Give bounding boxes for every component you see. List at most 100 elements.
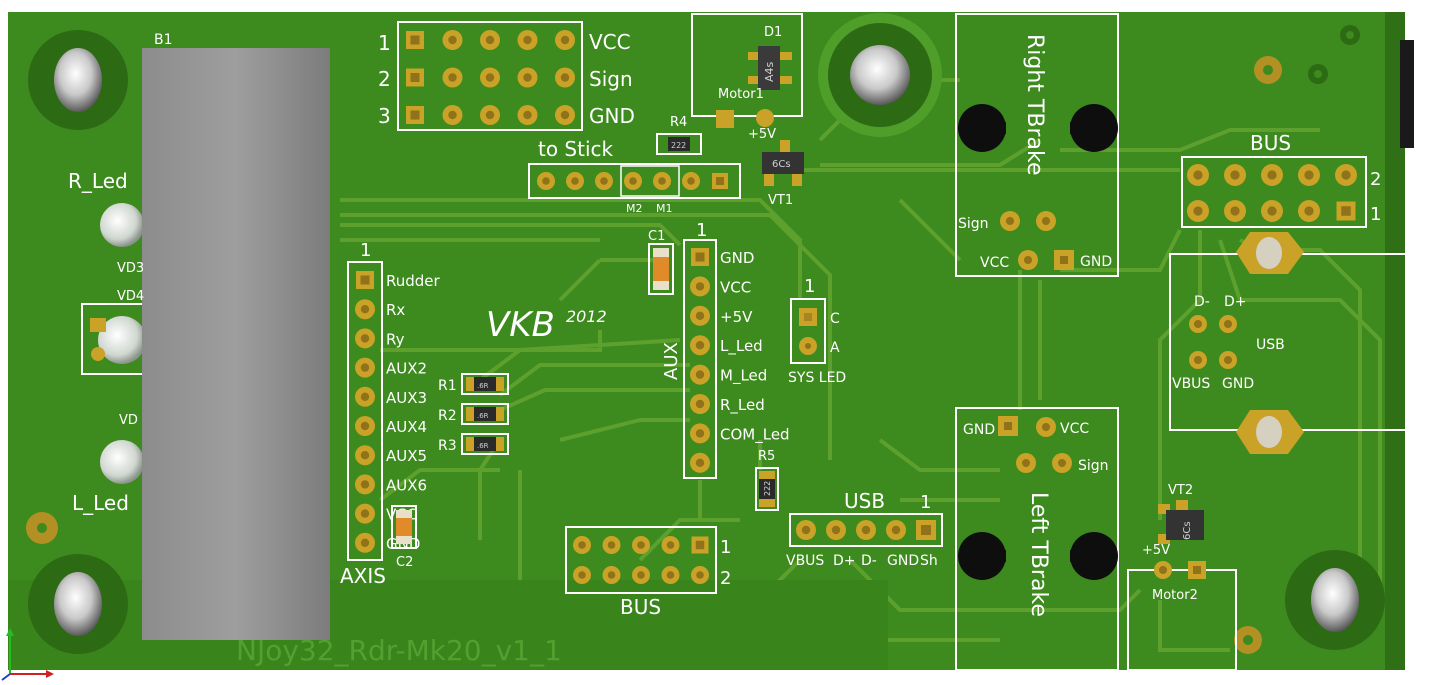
pin-pad <box>355 416 375 436</box>
axis-pin-label: AUX2 <box>386 360 427 378</box>
c2-label: C2 <box>396 555 413 570</box>
pin-pad <box>355 386 375 407</box>
usb-header-outline <box>789 513 943 547</box>
pin-pad <box>661 566 680 584</box>
pin1-square-pad <box>916 520 936 540</box>
usb-connector-title: USB <box>1256 337 1285 353</box>
pin1-square-pad <box>691 536 709 554</box>
hall-sensor-icon <box>1070 104 1118 152</box>
pin-pad <box>355 503 375 524</box>
bus-right-row1: 1 <box>1370 204 1381 225</box>
pin-pad <box>690 305 710 326</box>
b1-label: B1 <box>154 32 173 48</box>
pin1-square-pad <box>406 31 424 49</box>
usb-header-pin-label: GND <box>887 553 919 569</box>
axis-pin-label: Rudder <box>386 272 441 290</box>
usb-header-pads <box>796 520 936 540</box>
pin-pad <box>690 394 710 414</box>
aux-header-outline <box>683 239 717 479</box>
vt2-transistor <box>1166 510 1204 540</box>
sys-led-label: SYS LED <box>788 370 846 386</box>
usb-dminus-label: D- <box>1194 294 1210 310</box>
vd3-label: VD3 <box>117 261 144 276</box>
pin1-square-pad <box>1336 201 1356 221</box>
mounting-hole-icon <box>1311 568 1359 632</box>
axis-header-outline <box>347 261 383 561</box>
pin1-square-pad <box>712 173 728 189</box>
left-tbrake-vcc-label: VCC <box>1060 421 1089 437</box>
pin-pad <box>1298 200 1320 222</box>
pin-pad <box>690 276 710 297</box>
board-name: NJoy32_Rdr-Mk20_v1_1 <box>236 634 562 667</box>
right-tbrake-outline <box>955 13 1119 277</box>
motor1-pad <box>756 109 774 127</box>
mounting-hole-icon <box>54 48 102 112</box>
bus-right-row2: 2 <box>1370 169 1381 190</box>
pin-pad <box>602 536 621 554</box>
bus-bottom-title: BUS <box>620 595 661 619</box>
motor1-label: Motor1 <box>718 87 764 102</box>
pin-pad <box>886 520 906 540</box>
bus-right-title: BUS <box>1250 131 1291 155</box>
vkb-year: 2012 <box>566 307 607 326</box>
pin-pad <box>602 566 621 584</box>
sys-led-pin1: 1 <box>804 276 815 297</box>
header-gnd-label: GND <box>589 104 635 128</box>
to-stick-pads <box>537 165 728 197</box>
top-header-pads <box>406 30 575 125</box>
hall-sensor-icon <box>1070 532 1118 580</box>
pin-pad <box>555 67 575 88</box>
board-edge-connector <box>1400 40 1414 148</box>
r1-r3-resistors: R1 R2 R3 .6R .6R .6R <box>438 373 509 455</box>
axis-pin-label: AUX3 <box>386 389 427 407</box>
r2-value: .6R <box>477 412 489 420</box>
pin-pad <box>661 536 680 554</box>
pin-pad <box>555 30 575 50</box>
d1-outline <box>691 13 803 117</box>
pin1-square-pad <box>406 106 424 124</box>
axis-pin-labels: RudderRxRyAUX2AUX3AUX4AUX5AUX6VCCGND <box>386 272 441 553</box>
pin-pad <box>796 520 816 540</box>
usb-gnd-label: GND <box>1222 376 1254 392</box>
axis-pin1-label: 1 <box>360 240 371 261</box>
mounting-holes <box>28 13 1385 654</box>
to-stick-outline <box>528 163 741 199</box>
pin-pad <box>690 364 710 385</box>
pin-pad <box>480 30 500 50</box>
aux-pads <box>690 248 710 473</box>
usb-header-pin-label: D- <box>861 553 877 569</box>
vt2-5v-label: +5V <box>1142 543 1170 558</box>
pin-pad <box>632 566 650 584</box>
bus-right-pads <box>1187 164 1357 222</box>
pin-pad <box>690 452 710 473</box>
vt1-label: VT1 <box>768 193 793 208</box>
hall-sensor-icon <box>958 104 1006 152</box>
vt1-marking: 6Cs <box>772 159 791 170</box>
aux-title: AUX <box>661 342 682 380</box>
axis-pin-label: AUX6 <box>386 476 427 494</box>
usb-header-pin-label: D+ <box>833 553 856 569</box>
left-tbrake-outline <box>955 407 1119 671</box>
pin-pad <box>442 67 463 88</box>
left-tbrake-gnd-label: GND <box>963 422 995 438</box>
pin-pad <box>826 520 846 540</box>
motor1-pad <box>716 110 734 128</box>
aux-pin1-label: 1 <box>696 220 707 241</box>
r-led-label: R_Led <box>68 169 128 193</box>
pin-pad <box>355 445 375 466</box>
led-vd3-icon <box>100 203 144 247</box>
usb-dplus-label: D+ <box>1224 294 1247 310</box>
bus-bottom-row2: 2 <box>720 568 731 589</box>
pin-pad <box>566 172 584 190</box>
aux-pin-label: +5V <box>720 308 753 326</box>
mounting-hole-icon <box>54 572 102 636</box>
pin-pad <box>355 357 375 378</box>
axis-pin-label: Ry <box>386 330 405 348</box>
usb-vbus-label: VBUS <box>1172 376 1210 392</box>
right-tbrake-gnd-label: GND <box>1080 254 1112 270</box>
pin-pad <box>480 105 500 125</box>
r4-resistor <box>668 137 690 151</box>
